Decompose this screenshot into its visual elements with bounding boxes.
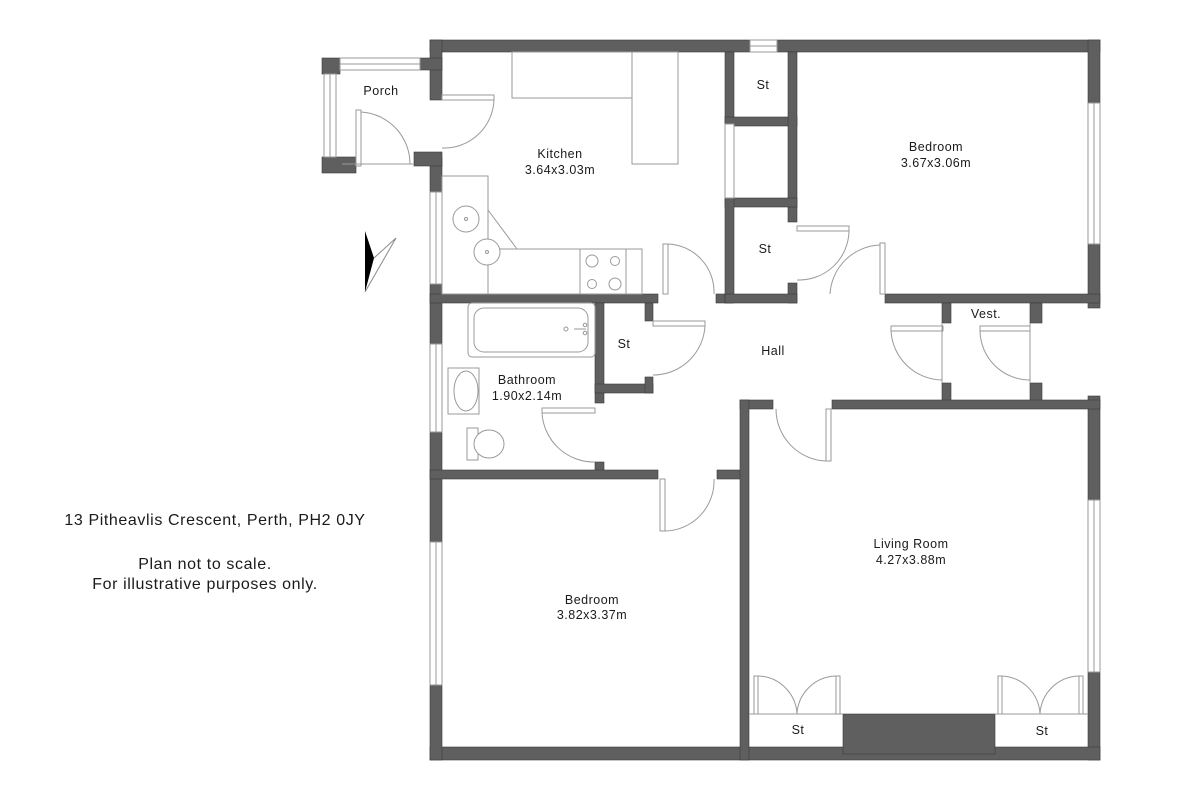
room-store-5-name: St xyxy=(1036,724,1049,738)
room-labels: Porch Kitchen 3.64x3.03m St St Bedroom 3… xyxy=(363,78,1048,738)
room-bedroom-2-size: 3.82x3.37m xyxy=(557,608,627,622)
bathroom-fixtures xyxy=(447,302,596,461)
kitchen-fixtures xyxy=(441,51,679,295)
room-kitchen-size: 3.64x3.03m xyxy=(525,163,595,177)
disclaimer-line-2: For illustrative purposes only. xyxy=(92,576,318,593)
north-arrow-icon xyxy=(364,231,397,293)
room-living-size: 4.27x3.88m xyxy=(876,553,946,567)
disclaimer-note: Plan not to scale. For illustrative purp… xyxy=(40,555,370,595)
room-bedroom-1-size: 3.67x3.06m xyxy=(901,156,971,170)
walls xyxy=(321,39,1101,761)
property-address: 13 Pitheavlis Crescent, Perth, PH2 0JY xyxy=(64,512,366,529)
room-living-name: Living Room xyxy=(874,537,949,551)
room-hall-name: Hall xyxy=(761,344,785,358)
room-store-4-name: St xyxy=(792,723,805,737)
disclaimer-line-1: Plan not to scale. xyxy=(138,556,272,573)
room-store-3-name: St xyxy=(618,337,631,351)
doors[interactable] xyxy=(342,94,1088,715)
room-store-2-name: St xyxy=(759,242,772,256)
room-bathroom-name: Bathroom xyxy=(498,373,556,387)
room-bedroom-2-name: Bedroom xyxy=(565,593,619,607)
room-kitchen-name: Kitchen xyxy=(537,147,582,161)
windows xyxy=(323,39,1101,686)
room-vest-name: Vest. xyxy=(971,307,1001,321)
room-porch-name: Porch xyxy=(363,84,398,98)
room-bathroom-size: 1.90x2.14m xyxy=(492,389,562,403)
room-bedroom-1-name: Bedroom xyxy=(909,140,963,154)
room-store-1-name: St xyxy=(757,78,770,92)
